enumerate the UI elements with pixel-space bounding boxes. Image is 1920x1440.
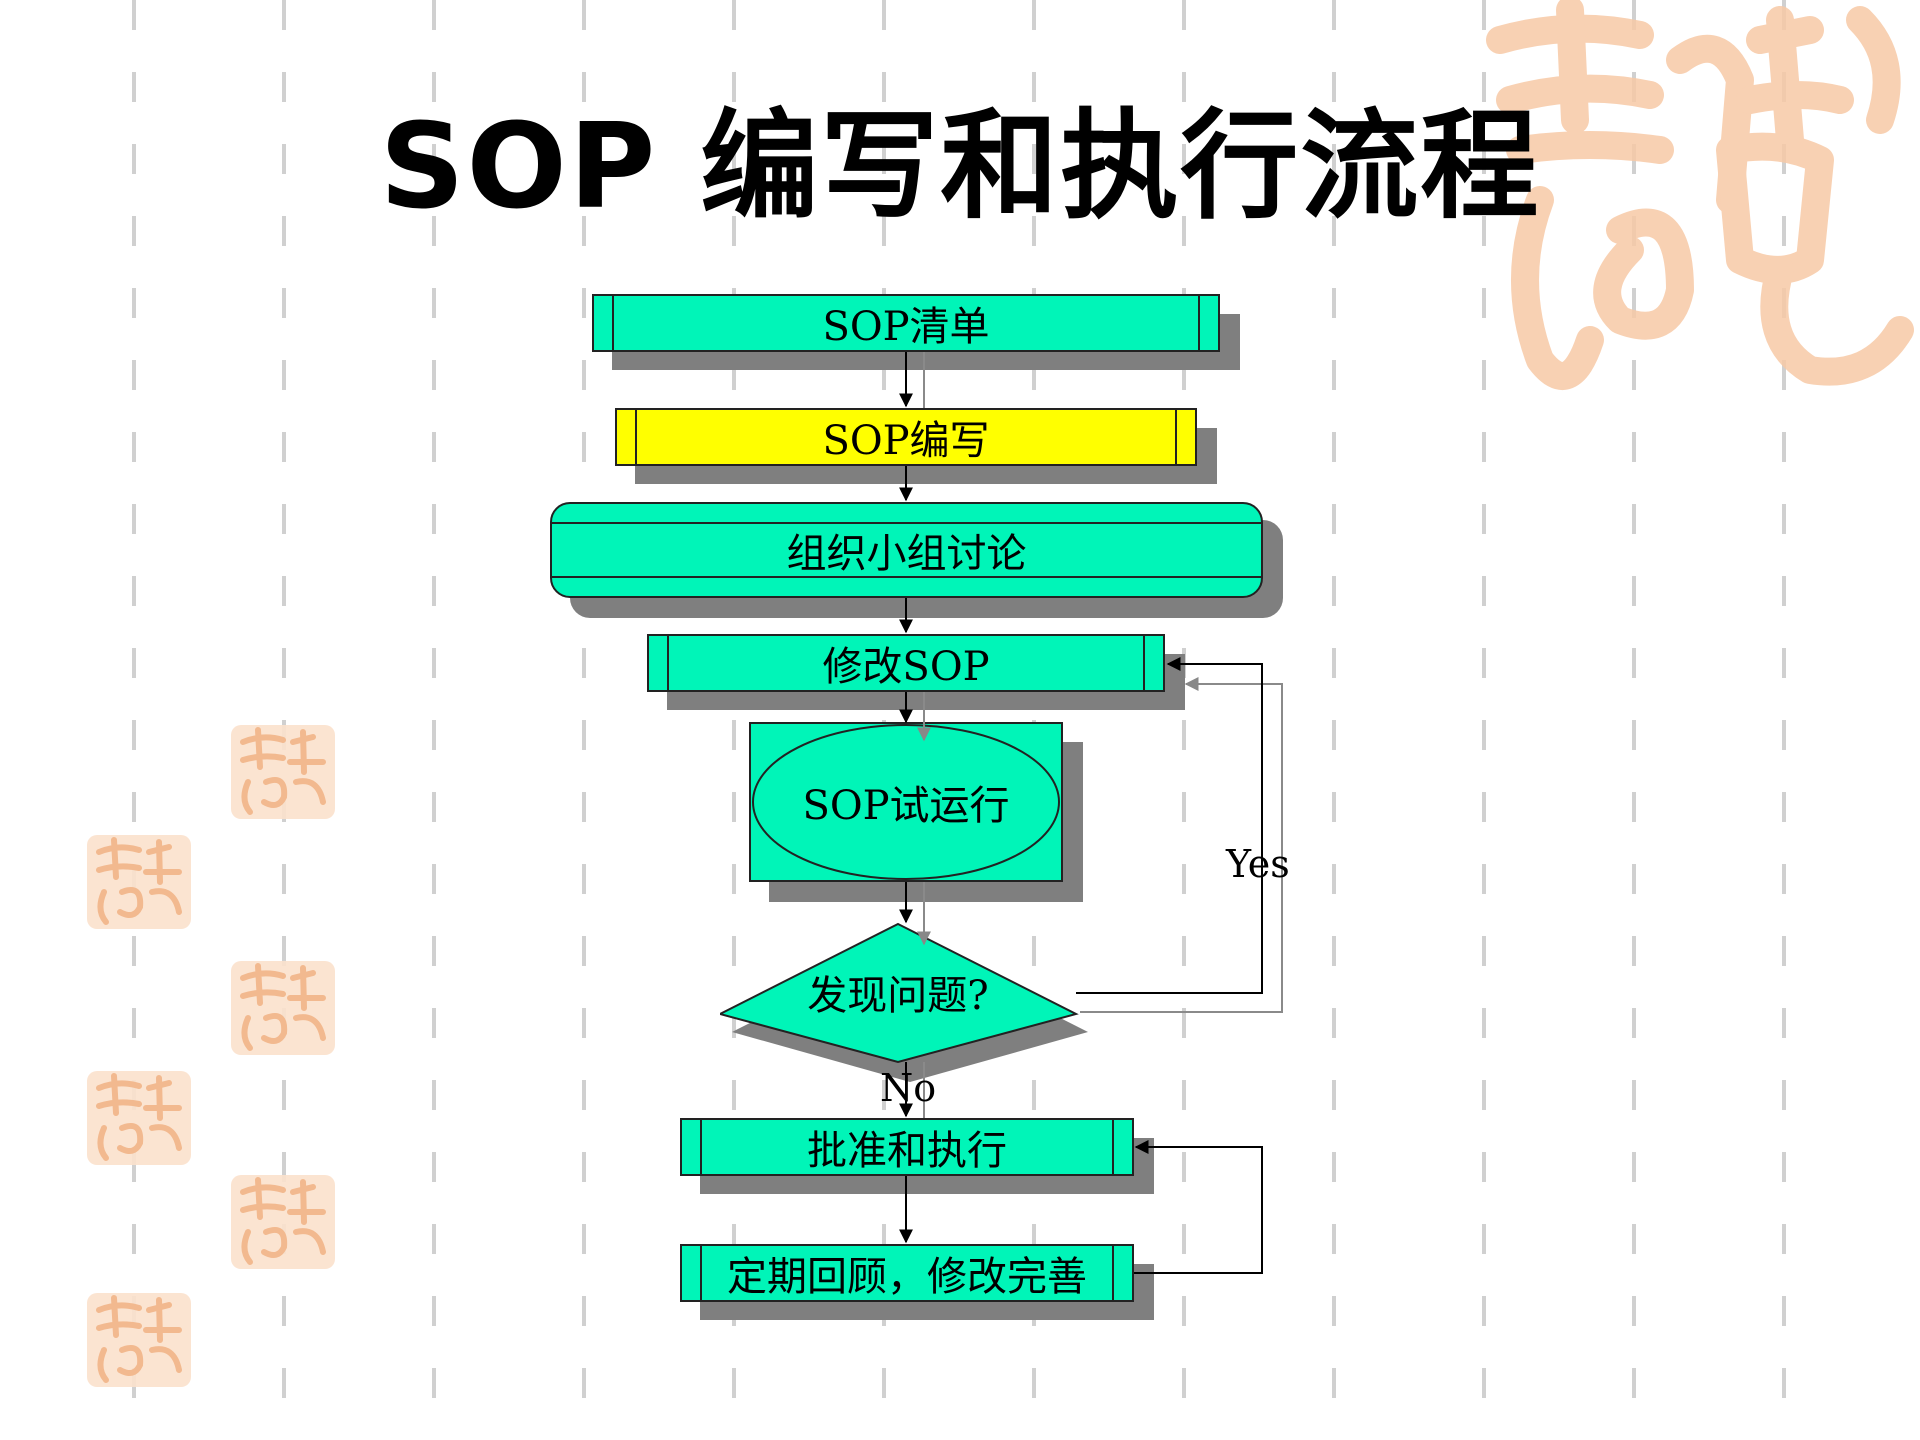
node-sop-list-label: SOP清单 <box>822 304 990 350</box>
seal-watermark-1 <box>231 725 335 819</box>
node-periodic-review-label: 定期回顾，修改完善 <box>727 1254 1087 1300</box>
page-title: SOP 编写和执行流程 <box>379 97 1541 235</box>
seal-watermark-5 <box>231 1175 335 1269</box>
calligraphy-watermark-large <box>1486 0 1914 390</box>
yes-branch-label: Yes <box>1226 842 1290 886</box>
node-sop-write: SOP编写 <box>615 408 1197 466</box>
node-group-discussion: 组织小组讨论 <box>550 502 1263 598</box>
node-periodic-review: 定期回顾，修改完善 <box>680 1244 1134 1302</box>
node-approve-execute-label: 批准和执行 <box>807 1128 1007 1174</box>
node-sop-write-label: SOP编写 <box>822 418 990 464</box>
decision-diamond <box>720 922 1088 1082</box>
node-sop-trial-run: SOP试运行 <box>749 722 1063 882</box>
node-group-discussion-label: 组织小组讨论 <box>786 531 1027 577</box>
node-revise-sop: 修改SOP <box>647 634 1165 692</box>
node-find-problem-label: 发现问题? <box>807 973 989 1019</box>
node-sop-list: SOP清单 <box>592 294 1220 352</box>
node-sop-trial-run-label: SOP试运行 <box>802 783 1010 829</box>
seal-watermark-6 <box>87 1293 191 1387</box>
no-branch-label: No <box>880 1066 937 1110</box>
node-revise-sop-label: 修改SOP <box>822 644 990 690</box>
seal-watermark-2 <box>87 835 191 929</box>
trial-run-ellipse <box>752 724 1060 880</box>
seal-watermark-3 <box>231 961 335 1055</box>
node-find-problem: 发现问题? <box>720 962 1076 1022</box>
node-approve-execute: 批准和执行 <box>680 1118 1134 1176</box>
seal-watermark-4 <box>87 1071 191 1165</box>
